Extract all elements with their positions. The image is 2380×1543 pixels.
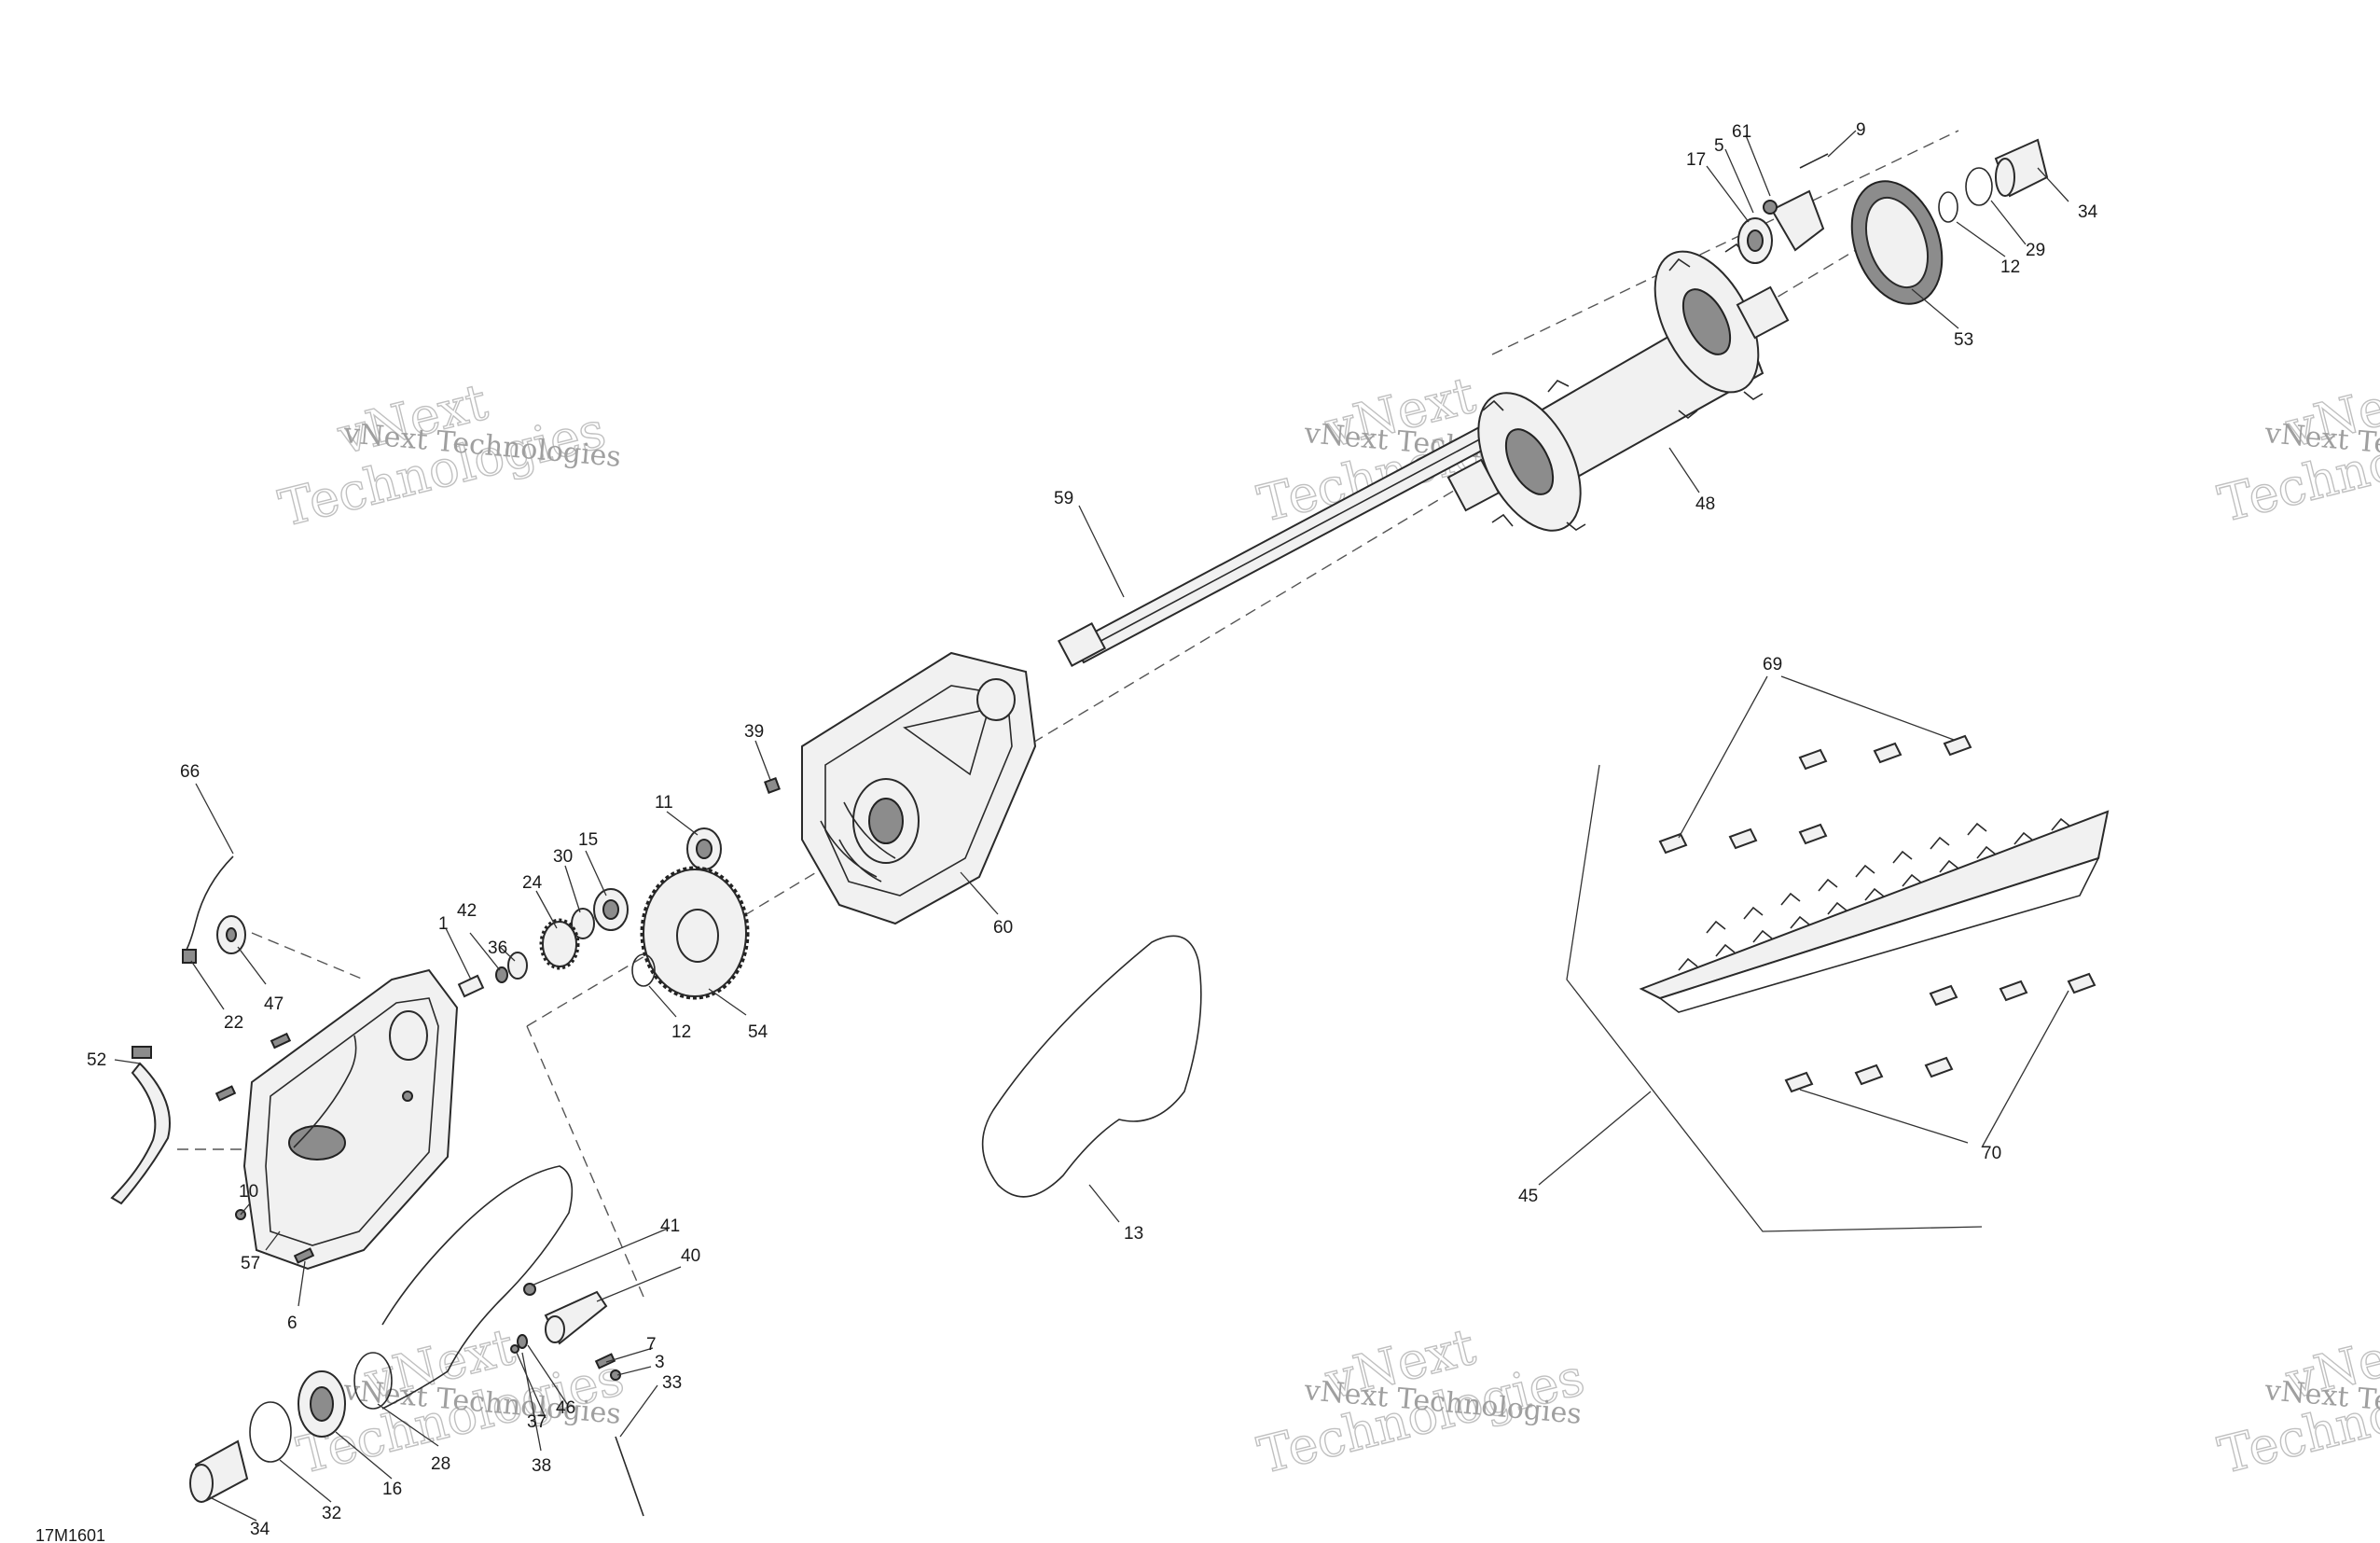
- callout-46: 46: [556, 1398, 575, 1418]
- callout-41: 41: [660, 1216, 680, 1236]
- callout-6: 6: [287, 1314, 298, 1333]
- callout-34b: 34: [250, 1520, 270, 1539]
- callout-54: 54: [748, 1022, 768, 1042]
- callout-59: 59: [1054, 489, 1073, 508]
- callout-37: 37: [527, 1412, 547, 1432]
- ring-32: [249, 1401, 292, 1463]
- callout-38: 38: [532, 1456, 551, 1476]
- callout-10: 10: [239, 1182, 258, 1202]
- shaft-spline-end: [1057, 622, 1107, 667]
- callout-3: 3: [655, 1353, 665, 1372]
- callout-30: 30: [553, 847, 573, 867]
- callout-53: 53: [1954, 330, 1973, 350]
- callout-9: 9: [1856, 120, 1866, 140]
- callout-52: 52: [87, 1050, 106, 1070]
- washer-36: [507, 952, 528, 980]
- pin-39: [764, 777, 781, 794]
- callout-16: 16: [382, 1480, 402, 1499]
- callout-34: 34: [2078, 202, 2098, 222]
- hose-66: [186, 855, 234, 951]
- callout-42: 42: [457, 901, 477, 921]
- connector-52: [131, 1046, 152, 1059]
- callout-5: 5: [1714, 136, 1724, 156]
- bracket-61: [1763, 189, 1825, 252]
- dipstick-52: [110, 1062, 171, 1205]
- track-clip-group: [1566, 734, 2110, 1232]
- rod-33: [615, 1436, 644, 1517]
- seal-16: [298, 1370, 346, 1438]
- nut-42: [495, 966, 508, 983]
- callout-70: 70: [1982, 1144, 2001, 1163]
- chain-13: [981, 935, 1202, 1198]
- ring-12: [1938, 191, 1958, 223]
- bushing-34: [189, 1439, 249, 1503]
- callout-28: 28: [431, 1454, 450, 1474]
- callout-33: 33: [662, 1373, 682, 1393]
- bearing-17: [1737, 217, 1773, 264]
- chaincase-housing-60: [801, 651, 1037, 925]
- drive-shaft-assembly: [1057, 138, 2049, 667]
- callout-24: 24: [522, 873, 543, 893]
- chaincase-cover-57: [242, 968, 459, 1271]
- washer-46: [517, 1334, 528, 1349]
- callout-47: 47: [264, 994, 284, 1014]
- leader-lines: [114, 130, 2069, 1522]
- callout-7: 7: [646, 1335, 657, 1355]
- sprocket-hub: [1446, 243, 1790, 532]
- callout-48: 48: [1695, 494, 1715, 514]
- callout-15: 15: [578, 830, 598, 850]
- callout-36: 36: [488, 938, 507, 958]
- callout-22: 22: [224, 1013, 243, 1033]
- bolt-1: [457, 974, 485, 998]
- callout-29: 29: [2026, 241, 2045, 260]
- sprocket-54: [640, 866, 750, 1000]
- callout-13: 13: [1124, 1224, 1143, 1244]
- spacer-30: [571, 908, 595, 939]
- diagram-code: 17M1601: [35, 1526, 105, 1543]
- callout-17: 17: [1686, 150, 1706, 170]
- pin-9: [1799, 153, 1829, 169]
- ring-12b: [631, 953, 656, 987]
- nut-37: [510, 1344, 519, 1354]
- tensioner-40: [544, 1290, 608, 1345]
- tensioner-arm: [381, 1165, 574, 1410]
- pin-7: [594, 1353, 616, 1369]
- sleeve-34: [1994, 138, 2049, 198]
- callout-1: 1: [438, 914, 449, 934]
- seal-plate-53: [1850, 180, 1944, 305]
- callout-39: 39: [744, 722, 764, 742]
- callout-57: 57: [241, 1254, 260, 1273]
- bearing-11: [686, 827, 722, 870]
- callout-12: 12: [2000, 257, 2020, 277]
- callout-66: 66: [180, 762, 200, 782]
- fitting-22: [182, 949, 197, 964]
- nut-41: [523, 1283, 536, 1296]
- callout-11: 11: [655, 793, 673, 813]
- callout-12b: 12: [671, 1022, 691, 1042]
- o-ring-28: [353, 1352, 393, 1410]
- ring-29: [1965, 167, 1993, 206]
- callout-60: 60: [993, 918, 1013, 938]
- pin-3: [610, 1369, 621, 1381]
- callout-labels: 9 61 5 17 34 29 12 53 48 59 69 39 11 15 …: [87, 120, 2098, 1539]
- gear-24: [539, 918, 580, 970]
- callout-32: 32: [322, 1504, 341, 1523]
- callout-45: 45: [1518, 1187, 1538, 1206]
- callout-40: 40: [681, 1246, 700, 1266]
- bearing-15: [593, 888, 629, 931]
- cap-47: [216, 915, 246, 954]
- callout-61: 61: [1732, 122, 1751, 142]
- callout-69: 69: [1763, 655, 1782, 674]
